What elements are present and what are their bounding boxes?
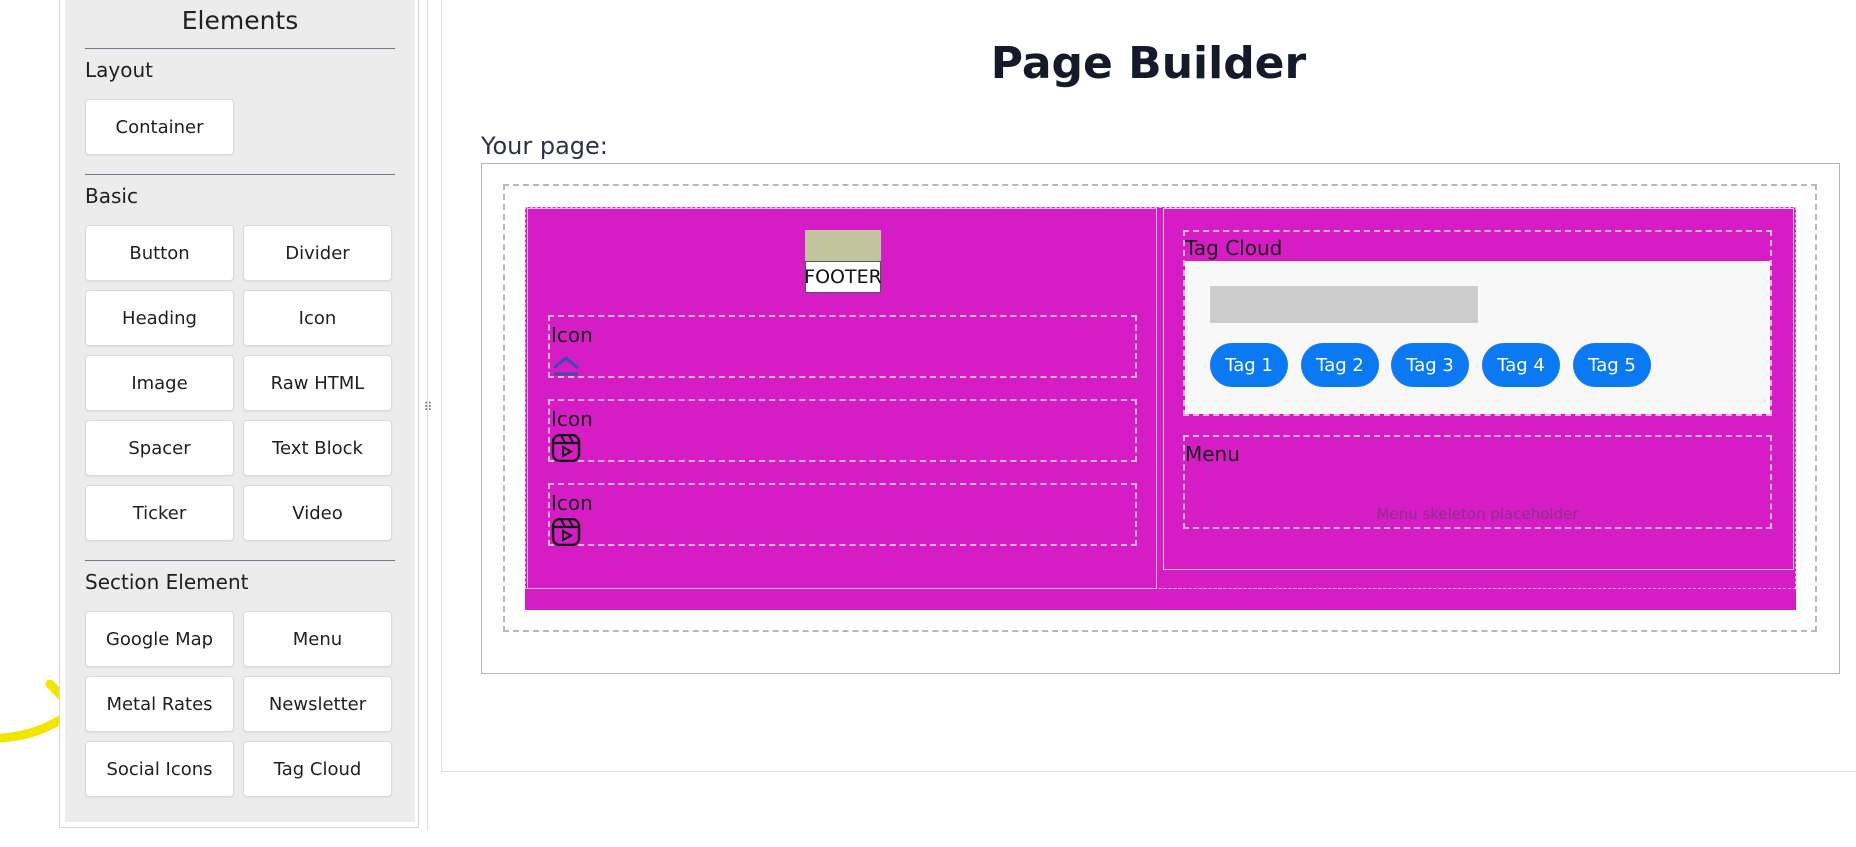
icon-block-label: Icon (551, 323, 593, 347)
tag-cloud-panel (1185, 261, 1770, 414)
instagram-reels-icon (551, 518, 581, 546)
drag-handle-icon[interactable]: ⠿ (423, 400, 433, 414)
element-divider-button[interactable]: Divider (243, 225, 392, 281)
section-row-bottom-line (1163, 588, 1796, 589)
icon-block[interactable]: Icon (548, 483, 1137, 546)
menu-block[interactable] (1183, 435, 1772, 529)
page-title: Page Builder (990, 38, 1307, 89)
container-dropzone[interactable] (503, 184, 1817, 632)
element-newsletter-button[interactable]: Newsletter (243, 676, 392, 732)
element-spacer-button[interactable]: Spacer (85, 420, 234, 476)
element-raw-html-button[interactable]: Raw HTML (243, 355, 392, 411)
tag-cloud-heading-skeleton (1210, 286, 1478, 323)
element-icon-button[interactable]: Icon (243, 290, 392, 346)
sidebar-title: Elements (181, 6, 299, 35)
menu-placeholder: Menu skeleton placeholder (1376, 505, 1579, 523)
elements-sidebar: Elements Layout Container Basic Button D… (65, 0, 415, 822)
your-page-label: Your page: (481, 132, 608, 160)
element-google-map-button[interactable]: Google Map (85, 611, 234, 667)
icon-block-label: Icon (551, 407, 593, 431)
element-menu-button[interactable]: Menu (243, 611, 392, 667)
section-title-layout: Layout (85, 58, 153, 82)
element-image-button[interactable]: Image (85, 355, 234, 411)
tag-pill[interactable]: Tag 3 (1391, 343, 1469, 387)
tag-pill[interactable]: Tag 1 (1210, 343, 1288, 387)
footer-label: FOOTER (804, 261, 882, 293)
element-text-block-button[interactable]: Text Block (243, 420, 392, 476)
element-tag-cloud-button[interactable]: Tag Cloud (243, 741, 392, 797)
section-row-outline (525, 207, 1796, 589)
icon-block[interactable]: Icon (548, 315, 1137, 378)
tag-pill[interactable]: Tag 2 (1301, 343, 1379, 387)
element-metal-rates-button[interactable]: Metal Rates (85, 676, 234, 732)
section-divider (85, 560, 395, 561)
tag-cloud-title: Tag Cloud (1185, 236, 1283, 260)
section-title-section-element: Section Element (85, 570, 249, 594)
icon-block-label: Icon (551, 491, 593, 515)
instagram-reels-icon (551, 434, 581, 462)
element-social-icons-button[interactable]: Social Icons (85, 741, 234, 797)
element-video-button[interactable]: Video (243, 485, 392, 541)
panel-splitter[interactable] (427, 0, 428, 830)
section-divider (85, 174, 395, 175)
chevron-up-icon (553, 356, 579, 376)
icon-block[interactable]: Icon (548, 399, 1137, 462)
element-container-button[interactable]: Container (85, 99, 234, 155)
footer-image-placeholder[interactable] (805, 230, 881, 262)
tag-pill[interactable]: Tag 4 (1482, 343, 1560, 387)
section-title-basic: Basic (85, 184, 138, 208)
tag-pill[interactable]: Tag 5 (1573, 343, 1651, 387)
element-button-button[interactable]: Button (85, 225, 234, 281)
element-ticker-button[interactable]: Ticker (85, 485, 234, 541)
tag-cloud-block[interactable] (1183, 230, 1772, 416)
element-heading-button[interactable]: Heading (85, 290, 234, 346)
section-divider (85, 48, 395, 49)
menu-title: Menu (1185, 442, 1240, 466)
